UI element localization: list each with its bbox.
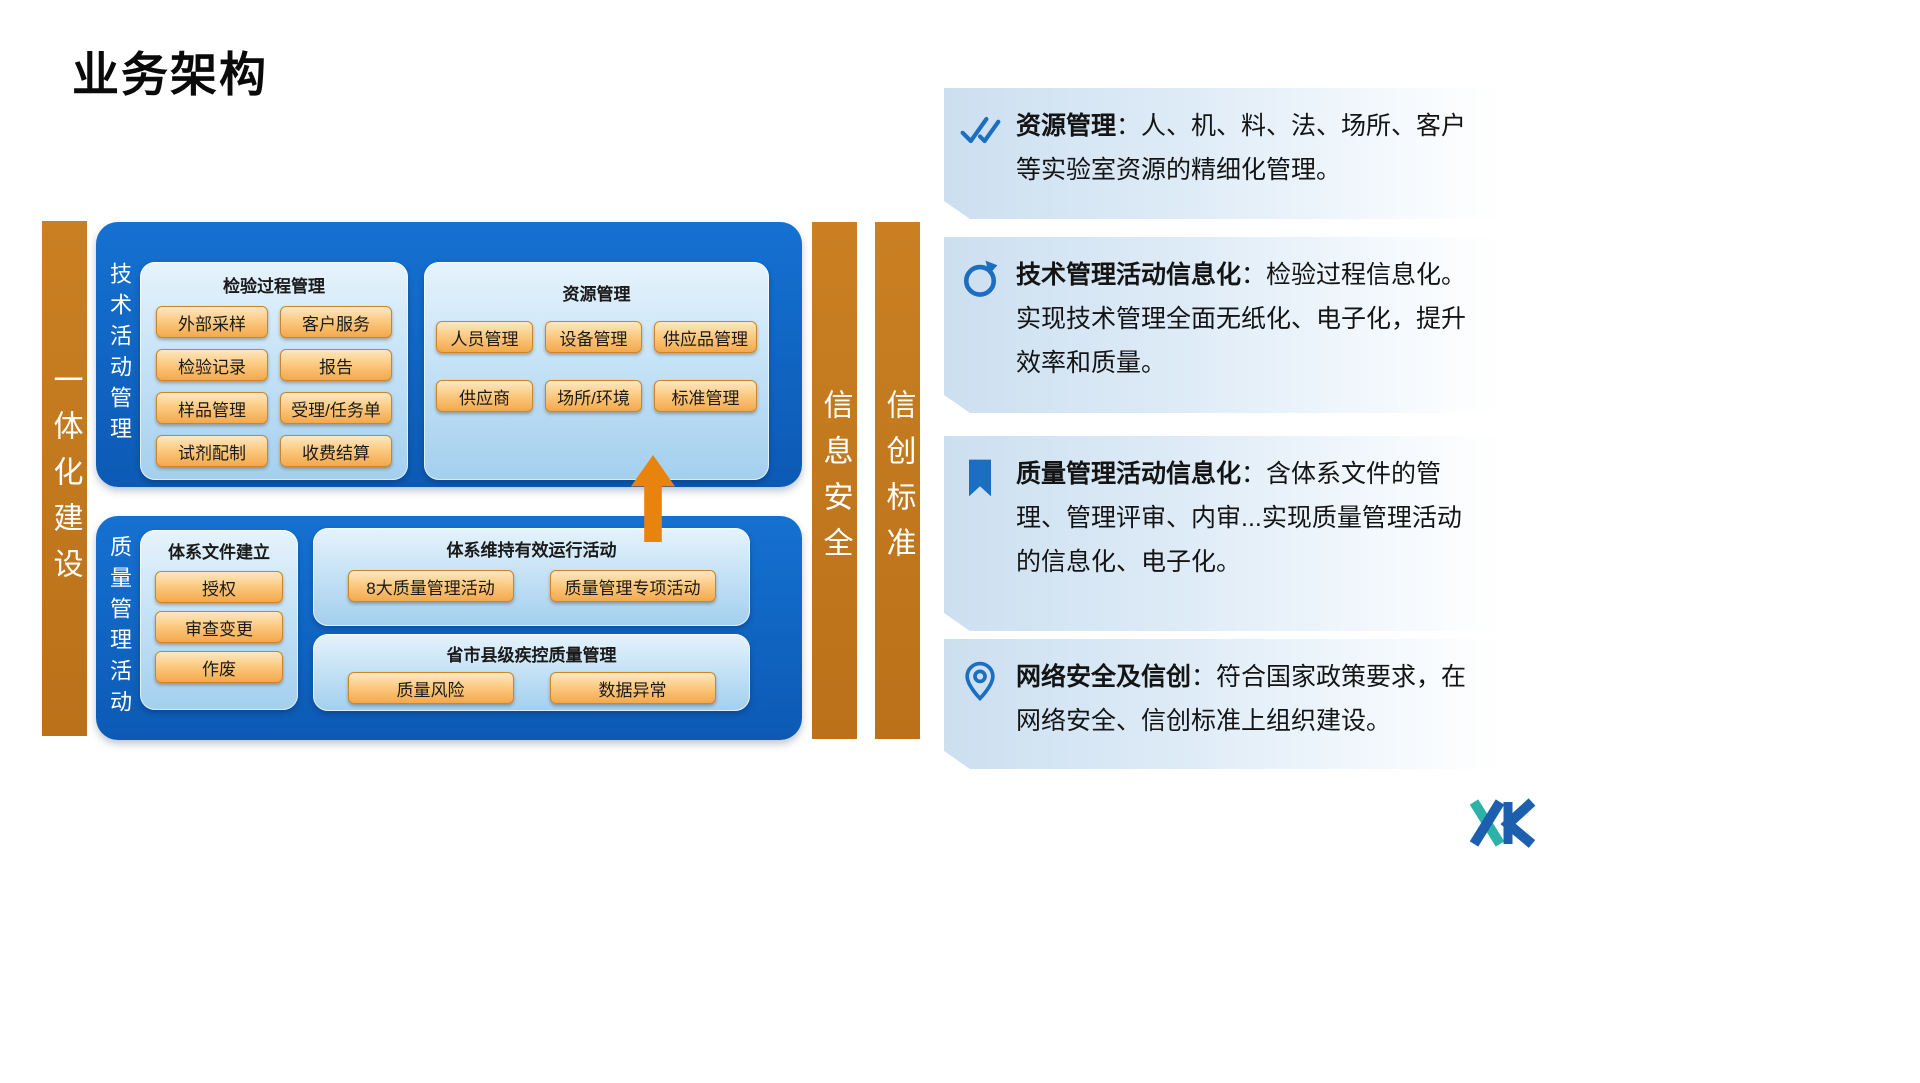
- callout-body: ：符合国家政策要求，在网络安全、信创标准上组织建设。: [1016, 663, 1467, 735]
- pillar-integration-label: 一体化建设: [48, 363, 82, 594]
- callout-text: 资源管理：人、机、料、法、场所、客户等实验室资源的精细化管理。: [1016, 104, 1483, 192]
- cdc-quality-group: 省市县级疾控质量管理 质量风险 数据异常: [313, 634, 750, 711]
- inspection-process-grid: 外部采样 客户服务 检验记录 报告 样品管理 受理/任务单 试剂配制 收费结算: [140, 297, 408, 467]
- cdc-quality-title: 省市县级疾控质量管理: [446, 646, 617, 665]
- module-chip: 作废: [155, 651, 283, 683]
- callout-title: 资源管理: [1016, 112, 1117, 140]
- tech-activity-panel: 技术活动管理 检验过程管理 外部采样 客户服务 检验记录 报告 样品管理 受理/…: [96, 222, 802, 487]
- callout-text: 技术管理活动信息化：检验过程信息化。实现技术管理全面无纸化、电子化，提升效率和质…: [1016, 253, 1483, 385]
- pillar-information-security-label: 信息安全: [818, 388, 852, 573]
- location-pin-icon: [958, 659, 1002, 703]
- system-document-stack: 授权 审查变更 作废: [140, 563, 298, 683]
- pillar-xinchuang-standard-label: 信创标准: [881, 388, 915, 573]
- module-chip: 质量风险: [347, 672, 514, 704]
- module-chip: 供应商: [436, 380, 533, 412]
- callout-resource-management: 资源管理：人、机、料、法、场所、客户等实验室资源的精细化管理。: [944, 88, 1501, 219]
- module-chip: 场所/环境: [545, 380, 642, 412]
- module-chip: 审查变更: [155, 611, 283, 643]
- module-chip: 报告: [280, 349, 392, 381]
- cycle-icon: [958, 257, 1002, 301]
- system-operation-title: 体系维持有效运行活动: [446, 541, 617, 560]
- module-chip: 客户服务: [280, 306, 392, 338]
- tech-activity-label-wrap: 技术活动管理: [102, 222, 136, 487]
- resource-management-group: 资源管理 人员管理 设备管理 供应品管理 供应商 场所/环境 标准管理: [424, 262, 769, 480]
- quality-activity-label: 质量管理活动: [107, 535, 132, 721]
- system-operation-group: 体系维持有效运行活动 8大质量管理活动 质量管理专项活动: [313, 528, 750, 626]
- module-chip: 标准管理: [654, 380, 757, 412]
- callout-text: 网络安全及信创：符合国家政策要求，在网络安全、信创标准上组织建设。: [1016, 655, 1483, 743]
- double-check-icon: [958, 108, 1002, 152]
- module-chip: 外部采样: [156, 306, 268, 338]
- callout-body: ：含体系文件的管理、管理评审、内审...实现质量管理活动的信息化、电子化。: [1016, 460, 1462, 576]
- callout-tech-informatization: 技术管理活动信息化：检验过程信息化。实现技术管理全面无纸化、电子化，提升效率和质…: [944, 237, 1501, 413]
- module-chip: 质量管理专项活动: [549, 570, 716, 602]
- quality-activity-label-wrap: 质量管理活动: [102, 516, 136, 740]
- page-title: 业务架构: [72, 48, 268, 101]
- quality-activity-panel: 质量管理活动 体系文件建立 授权 审查变更 作废 体系维持有效运行活动 8大质量…: [96, 516, 802, 740]
- module-chip: 供应品管理: [654, 321, 757, 353]
- module-chip: 8大质量管理活动: [347, 570, 514, 602]
- module-chip: 检验记录: [156, 349, 268, 381]
- pillar-xinchuang-standard: 信创标准: [875, 222, 920, 739]
- system-document-group: 体系文件建立 授权 审查变更 作废: [140, 530, 298, 710]
- module-chip: 样品管理: [156, 392, 268, 424]
- company-logo: [1470, 798, 1536, 848]
- callout-text: 质量管理活动信息化：含体系文件的管理、管理评审、内审...实现质量管理活动的信息…: [1016, 452, 1483, 584]
- inspection-process-title: 检验过程管理: [223, 277, 325, 296]
- bookmark-icon: [958, 456, 1002, 500]
- module-chip: 授权: [155, 571, 283, 603]
- callout-body: ：人、机、料、法、场所、客户等实验室资源的精细化管理。: [1016, 112, 1467, 184]
- module-chip: 设备管理: [545, 321, 642, 353]
- cdc-quality-row: 质量风险 数据异常: [313, 666, 750, 704]
- callout-title: 网络安全及信创: [1016, 663, 1192, 691]
- module-chip: 试剂配制: [156, 435, 268, 467]
- system-document-title: 体系文件建立: [168, 543, 270, 562]
- inspection-process-group: 检验过程管理 外部采样 客户服务 检验记录 报告 样品管理 受理/任务单 试剂配…: [140, 262, 408, 480]
- module-chip: 人员管理: [436, 321, 533, 353]
- tech-activity-label: 技术活动管理: [107, 261, 132, 448]
- callout-title: 质量管理活动信息化: [1016, 460, 1242, 488]
- resource-management-grid: 人员管理 设备管理 供应品管理 供应商 场所/环境 标准管理: [424, 305, 769, 412]
- resource-management-title: 资源管理: [562, 285, 631, 304]
- module-chip: 数据异常: [549, 672, 716, 704]
- callout-title: 技术管理活动信息化: [1016, 261, 1242, 289]
- system-operation-row: 8大质量管理活动 质量管理专项活动: [313, 561, 750, 602]
- module-chip: 受理/任务单: [280, 392, 392, 424]
- callout-body: ：检验过程信息化。实现技术管理全面无纸化、电子化，提升效率和质量。: [1016, 261, 1467, 377]
- pillar-information-security: 信息安全: [812, 222, 857, 739]
- pillar-integration: 一体化建设: [42, 221, 87, 736]
- callout-quality-informatization: 质量管理活动信息化：含体系文件的管理、管理评审、内审...实现质量管理活动的信息…: [944, 436, 1501, 631]
- module-chip: 收费结算: [280, 435, 392, 467]
- callout-network-security: 网络安全及信创：符合国家政策要求，在网络安全、信创标准上组织建设。: [944, 639, 1501, 769]
